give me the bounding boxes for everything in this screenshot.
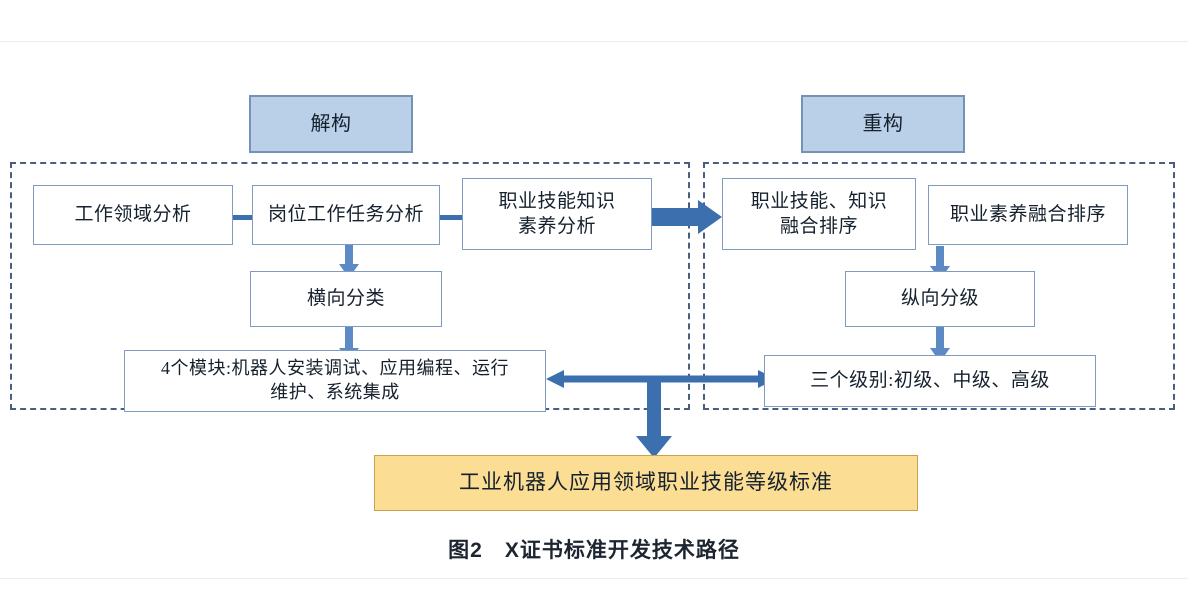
node-four-modules[interactable]: 4个模块:机器人安装调试、应用编程、运行 维护、系统集成 <box>124 350 546 412</box>
connector-posttask-to-horizontal <box>339 240 359 278</box>
node-vertical-grading-label: 纵向分级 <box>900 288 979 310</box>
group-header-reconstruction[interactable]: 重构 <box>801 95 965 153</box>
node-horizontal-classification-label: 横向分类 <box>306 288 385 310</box>
node-three-levels-label: 三个级别:初级、中级、高级 <box>810 370 1050 392</box>
node-skill-knowledge-analysis-line2: 素养分析 <box>517 216 596 237</box>
node-skill-knowledge-analysis[interactable]: 职业技能知识 素养分析 <box>462 178 652 250</box>
node-skill-knowledge-fusion[interactable]: 职业技能、知识 融合排序 <box>722 178 916 250</box>
node-vertical-grading[interactable]: 纵向分级 <box>845 271 1035 327</box>
group-header-deconstruction-label: 解构 <box>310 112 352 135</box>
node-post-task-analysis[interactable]: 岗位工作任务分析 <box>252 185 440 245</box>
node-standard-goal-label: 工业机器人应用领域职业技能等级标准 <box>459 470 833 495</box>
node-standard-goal[interactable]: 工业机器人应用领域职业技能等级标准 <box>374 455 918 511</box>
page-rule-bottom <box>0 578 1188 579</box>
node-post-task-analysis-label: 岗位工作任务分析 <box>267 204 424 226</box>
node-skill-knowledge-analysis-line1: 职业技能知识 <box>498 190 616 212</box>
page-rule-top <box>0 41 1188 42</box>
group-header-deconstruction[interactable]: 解构 <box>249 95 413 153</box>
figure-caption: 图2 X证书标准开发技术路径 <box>448 539 740 562</box>
group-header-reconstruction-label: 重构 <box>862 112 904 135</box>
connector-modules-levels-to-goal <box>546 358 776 458</box>
node-horizontal-classification[interactable]: 横向分类 <box>250 271 442 327</box>
connector-vertical-to-levels <box>930 326 950 362</box>
node-skill-knowledge-fusion-line2: 融合排序 <box>779 216 858 237</box>
connector-deconstruction-to-reconstruction <box>652 200 722 234</box>
node-professional-quality-fusion-label: 职业素养融合排序 <box>949 204 1106 226</box>
node-four-modules-line1: 4个模块:机器人安装调试、应用编程、运行 <box>161 358 509 379</box>
connector-posttask-to-skillanalysis <box>440 210 462 226</box>
node-work-domain-analysis[interactable]: 工作领域分析 <box>33 185 233 245</box>
node-three-levels[interactable]: 三个级别:初级、中级、高级 <box>764 355 1096 407</box>
node-four-modules-line2: 维护、系统集成 <box>270 382 400 402</box>
node-professional-quality-fusion[interactable]: 职业素养融合排序 <box>928 185 1128 245</box>
node-work-domain-analysis-label: 工作领域分析 <box>74 204 192 226</box>
group-panel-reconstruction <box>703 162 1175 410</box>
connector-workdomain-to-posttask <box>233 210 255 226</box>
node-skill-knowledge-fusion-line1: 职业技能、知识 <box>750 190 888 212</box>
